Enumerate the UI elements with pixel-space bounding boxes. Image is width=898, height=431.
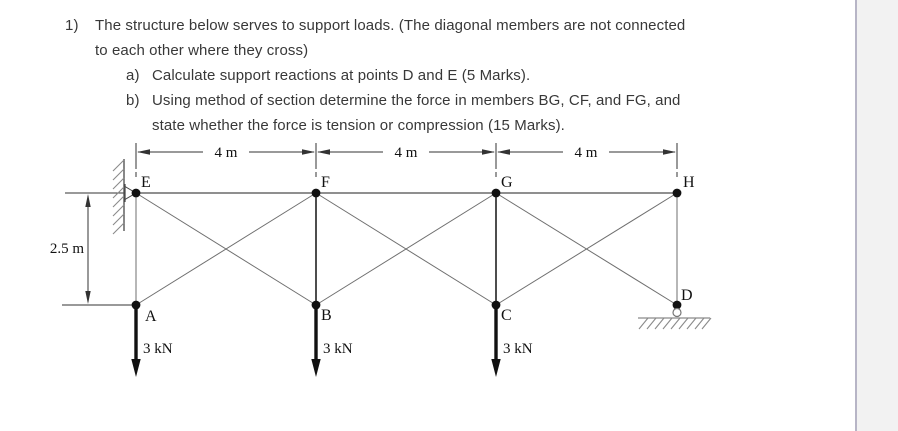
ground-hatching — [638, 317, 712, 330]
dim-height-label: 2.5 m — [50, 241, 85, 257]
span-dimension-lines — [137, 149, 676, 155]
joint-label-d: D — [681, 287, 693, 304]
problem-statement-line2: to each other where they cross) — [95, 42, 309, 59]
part-b-text-line2: state whether the force is tension or co… — [152, 117, 565, 134]
truss-members — [135, 192, 678, 306]
joint-label-c: C — [501, 307, 512, 324]
truss-joints — [131, 188, 682, 310]
dimension-extension-ticks — [135, 143, 678, 177]
joint-label-b: B — [321, 307, 332, 324]
load-label-a: 3 kN — [143, 341, 173, 357]
dim-span-3-label: 4 m — [575, 145, 598, 161]
part-a-text: Calculate support reactions at points D … — [152, 67, 531, 84]
wall-hatching — [112, 159, 125, 235]
load-arrow-b — [311, 307, 321, 377]
joint-label-h: H — [683, 174, 695, 191]
roller-support — [672, 307, 682, 318]
joint-label-f: F — [321, 174, 330, 191]
problem-statement-line1: The structure below serves to support lo… — [95, 17, 686, 34]
problem-number: 1) — [65, 17, 79, 34]
right-gutter-panel — [855, 0, 898, 431]
load-label-c: 3 kN — [503, 341, 533, 357]
joint-label-g: G — [501, 174, 513, 191]
joint-label-a: A — [145, 308, 157, 325]
part-a-label: a) — [126, 67, 140, 84]
load-arrow-c — [491, 307, 501, 377]
pin-support — [124, 184, 137, 202]
load-arrow-a — [131, 307, 141, 377]
load-label-b: 3 kN — [323, 341, 353, 357]
height-dimension — [62, 192, 134, 306]
part-b-label: b) — [126, 92, 140, 109]
dim-span-2-label: 4 m — [395, 145, 418, 161]
joint-label-e: E — [141, 174, 151, 191]
dim-span-1-label: 4 m — [215, 145, 238, 161]
part-b-text-line1: Using method of section determine the fo… — [152, 92, 681, 109]
